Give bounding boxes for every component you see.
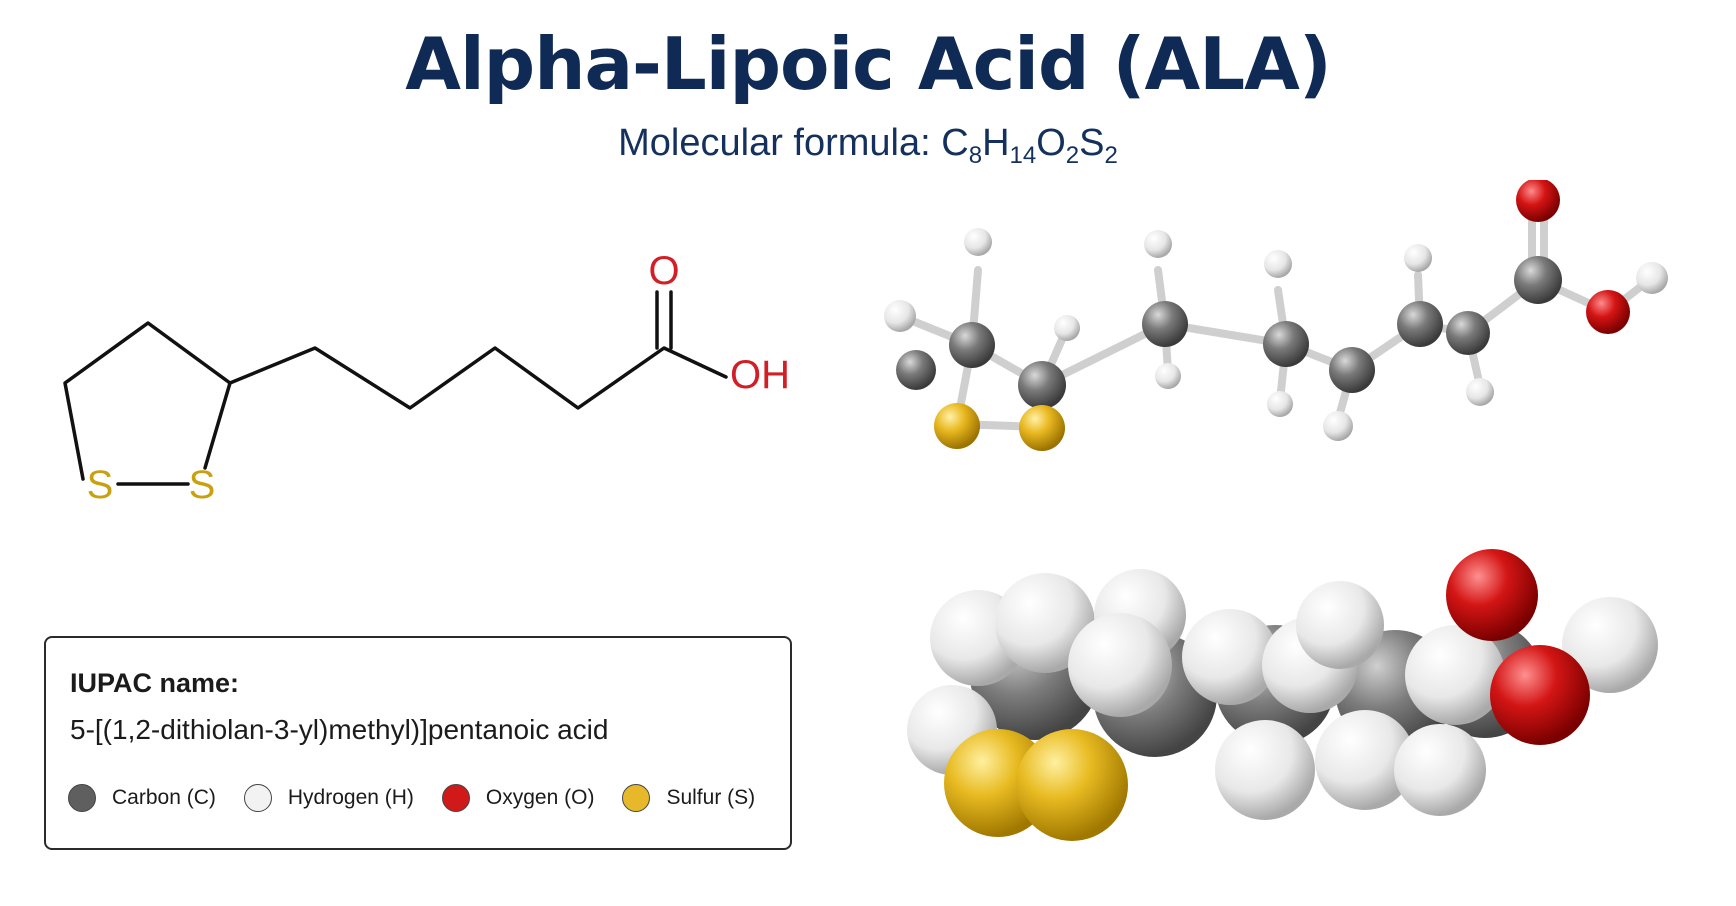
iupac-label: IUPAC name: — [70, 668, 240, 698]
legend-item-sulfur: Sulfur (S) — [622, 784, 755, 812]
formula-h-count: 14 — [1009, 142, 1037, 169]
space-fill-sulfur — [944, 729, 1128, 841]
legend-label: Hydrogen (H) — [287, 786, 414, 809]
space-filling-model — [907, 549, 1658, 841]
oxygen-atoms — [1516, 180, 1630, 334]
pentanoic-chain-bonds — [228, 346, 728, 410]
sulfur-atoms — [934, 403, 1065, 451]
hydroxyl-label: OH — [730, 353, 790, 397]
legend-item-carbon: Carbon (C) — [68, 784, 216, 812]
oxygen-label: O — [648, 249, 679, 293]
hydrogen-swatch-icon — [243, 784, 272, 812]
dithiolane-ring-bonds — [63, 321, 232, 481]
legend-item-oxygen: Oxygen (O) — [441, 784, 595, 812]
sulfur-label-right: S — [189, 463, 216, 507]
iupac-name: 5-[(1,2-dithiolan-3-yl)methyl)]pentanoic… — [70, 714, 609, 745]
hydrogen-atoms — [884, 228, 1668, 441]
ball-and-stick-model — [884, 180, 1668, 451]
molecular-formula: Molecular formula: C8H14O2S2 — [0, 122, 1736, 170]
legend-item-hydrogen: Hydrogen (H) — [243, 784, 414, 812]
oxygen-swatch-icon — [441, 784, 470, 812]
page-title: Alpha-Lipoic Acid (ALA) — [405, 22, 1331, 106]
formula-prefix: Molecular formula: — [618, 122, 942, 164]
formula-c: C — [941, 122, 969, 164]
atom-legend: Carbon (C) Hydrogen (H) Oxygen (O) Sulfu… — [68, 784, 783, 812]
formula-s: S — [1079, 122, 1105, 164]
formula-s-count: 2 — [1104, 142, 1118, 169]
legend-label: Oxygen (O) — [485, 786, 595, 809]
formula-o-count: 2 — [1065, 142, 1080, 169]
carbon-atoms — [896, 256, 1562, 409]
formula-o: O — [1036, 122, 1066, 164]
space-fill-oxygen — [1446, 549, 1590, 745]
sulfur-swatch-icon — [622, 784, 651, 812]
formula-h: H — [982, 122, 1010, 164]
formula-c-count: 8 — [968, 142, 983, 169]
legend-label: Carbon (C) — [112, 786, 216, 809]
carbon-swatch-icon — [68, 784, 96, 812]
sulfur-label-left: S — [87, 463, 114, 507]
legend-label: Sulfur (S) — [666, 786, 756, 809]
skeletal-structure: O OH S S — [63, 249, 790, 507]
info-panel: IUPAC name: 5-[(1,2-dithiolan-3-yl)methy… — [44, 636, 792, 850]
